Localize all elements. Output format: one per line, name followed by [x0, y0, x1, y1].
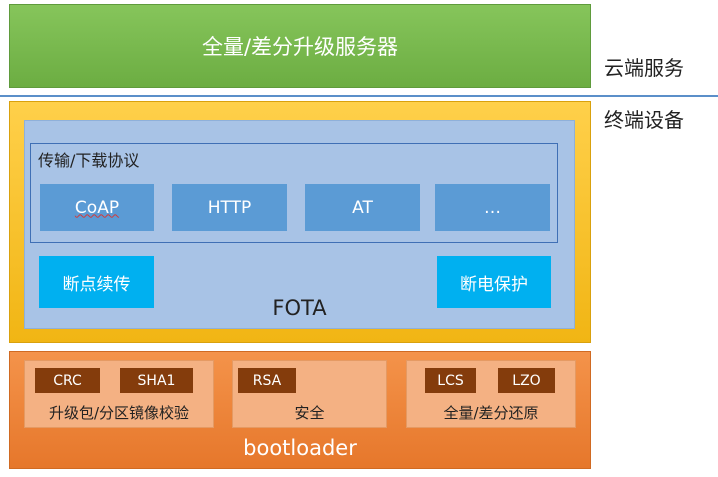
verify-caption: 升级包/分区镜像校验 [48, 403, 190, 422]
restore-caption: 全量/差分还原 [443, 403, 539, 422]
upgrade-server-title: 全量/差分升级服务器 [201, 35, 399, 59]
protocol-at: AT [305, 184, 420, 231]
rsa-tag: RSA [238, 368, 296, 393]
protocol-coap: CoAP [40, 184, 154, 231]
terminal-device-label: 终端设备 [604, 108, 684, 132]
resume-transfer-label: 断点续传 [62, 274, 131, 295]
protocol-at-label: AT [352, 197, 373, 218]
protocol-group-title: 传输/下载协议 [38, 151, 140, 170]
bootloader-label: bootloader [243, 436, 357, 460]
protocol-more: … [435, 184, 550, 231]
power-loss-protect-block: 断电保护 [437, 256, 551, 308]
sha1-tag: SHA1 [120, 368, 193, 393]
protocol-group [30, 143, 558, 243]
fota-label: FOTA [272, 296, 327, 320]
protocol-coap-label: CoAP [74, 197, 120, 218]
crc-tag: CRC [35, 368, 100, 393]
security-caption: 安全 [294, 403, 325, 422]
protocol-http-label: HTTP [207, 197, 252, 218]
protocol-http: HTTP [172, 184, 287, 231]
cloud-device-divider [0, 95, 718, 97]
upgrade-server-block: 全量/差分升级服务器 [9, 4, 591, 88]
power-loss-protect-label: 断电保护 [460, 274, 528, 295]
cloud-service-label: 云端服务 [604, 56, 684, 80]
lzo-tag: LZO [498, 368, 555, 393]
lcs-tag: LCS [425, 368, 476, 393]
protocol-more-label: … [484, 197, 501, 218]
resume-transfer-block: 断点续传 [39, 256, 154, 308]
